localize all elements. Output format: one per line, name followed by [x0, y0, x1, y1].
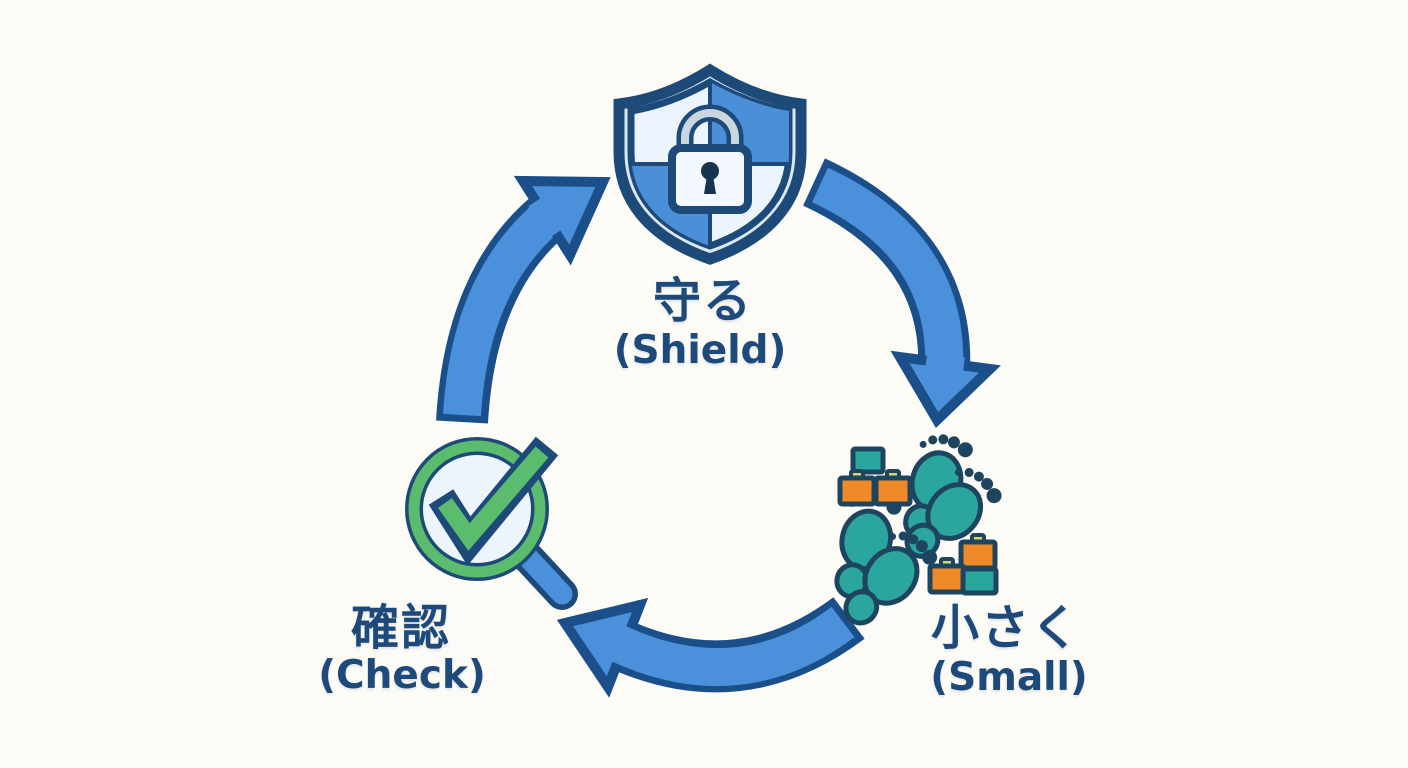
arrow-small-to-check: [556, 596, 865, 698]
shield-lock-icon: [613, 63, 807, 265]
node-shield-label-en: (Shield): [613, 328, 787, 373]
node-small-label-en: (Small): [930, 655, 1088, 700]
node-check-label-en: (Check): [318, 653, 486, 698]
boxes-cluster-top: [840, 446, 910, 504]
node-small-label-jp: 小さく: [930, 600, 1082, 656]
node-shield-label-jp: 守る: [652, 273, 754, 329]
node-check-label-jp: 確認: [350, 600, 452, 656]
boxes-cluster-bottom: [930, 535, 999, 596]
arrow-shield-to-small: [802, 158, 1001, 428]
magnifier-check-icon: [405, 436, 578, 610]
arrow-check-to-shield: [436, 175, 611, 424]
footprints-boxes-icon: [826, 428, 1006, 639]
